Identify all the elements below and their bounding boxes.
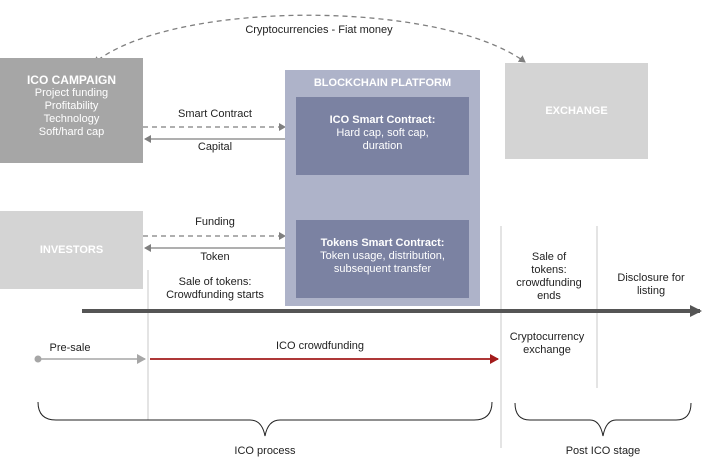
- exchange-title: EXCHANGE: [545, 105, 608, 117]
- ico-smart-contract-line: Hard cap, soft cap,: [336, 127, 429, 139]
- sale-ends-label: Sale of tokens: crowdfunding ends: [506, 251, 592, 303]
- sale-starts-label: Sale of tokens: Crowdfunding starts: [150, 276, 280, 302]
- ico-crowdfunding-label: ICO crowdfunding: [275, 340, 365, 352]
- pre-sale-dot: [34, 355, 42, 363]
- ico-campaign-item: Soft/hard cap: [38, 126, 105, 138]
- tokens-smart-contract-title: Tokens Smart Contract:: [320, 237, 445, 249]
- disclosure-line: Disclosure for: [617, 272, 685, 284]
- disclosure-label: Disclosure for listing: [603, 272, 699, 298]
- crypto-exchange-label: Cryptocurrency exchange: [497, 331, 597, 357]
- blockchain-platform-title: BLOCKCHAIN PLATFORM: [313, 77, 452, 89]
- tokens-smart-contract-line: subsequent transfer: [333, 263, 432, 275]
- sale-ends-line: crowdfunding: [516, 277, 582, 289]
- pre-sale-label: Pre-sale: [49, 342, 91, 354]
- smart-contract-label: Smart Contract: [178, 108, 252, 120]
- sale-starts-line: Sale of tokens:: [178, 276, 252, 288]
- exchange-box: EXCHANGE: [505, 63, 648, 159]
- ico-smart-contract-box: ICO Smart Contract: Hard cap, soft cap, …: [296, 97, 469, 175]
- ico-campaign-box: ICO CAMPAIGN Project funding Profitabili…: [0, 58, 143, 163]
- ico-campaign-title: ICO CAMPAIGN: [26, 73, 117, 87]
- capital-label: Capital: [197, 141, 233, 153]
- ico-campaign-item: Technology: [43, 113, 100, 125]
- token-label: Token: [200, 251, 230, 263]
- ico-smart-contract-line: duration: [362, 140, 403, 152]
- ico-process-brace: [37, 401, 493, 437]
- sale-ends-line: Sale of: [531, 251, 567, 263]
- investors-box: INVESTORS: [0, 211, 143, 289]
- tokens-smart-contract-box: Tokens Smart Contract: Token usage, dist…: [296, 220, 469, 298]
- sale-ends-line: ends: [537, 290, 561, 302]
- post-ico-label: Post ICO stage: [565, 445, 641, 457]
- tokens-smart-contract-line: Token usage, distribution,: [320, 250, 445, 262]
- sale-starts-line: Crowdfunding starts: [166, 289, 264, 301]
- investors-title: INVESTORS: [39, 244, 104, 256]
- crypto-exchange-line: Cryptocurrency: [509, 331, 585, 343]
- funding-label: Funding: [195, 216, 235, 228]
- sale-ends-line: tokens:: [531, 264, 567, 276]
- ico-campaign-item: Profitability: [44, 100, 99, 112]
- post-ico-brace: [514, 402, 692, 437]
- ico-process-label: ICO process: [234, 445, 296, 457]
- ico-smart-contract-title: ICO Smart Contract:: [329, 114, 436, 126]
- ico-campaign-item: Project funding: [34, 87, 109, 99]
- crypto-exchange-line: exchange: [523, 344, 571, 356]
- fiat-crypto-label: Cryptocurrencies - Fiat money: [245, 24, 393, 36]
- disclosure-line: listing: [636, 285, 666, 297]
- fiat-crypto-arc: [93, 14, 526, 64]
